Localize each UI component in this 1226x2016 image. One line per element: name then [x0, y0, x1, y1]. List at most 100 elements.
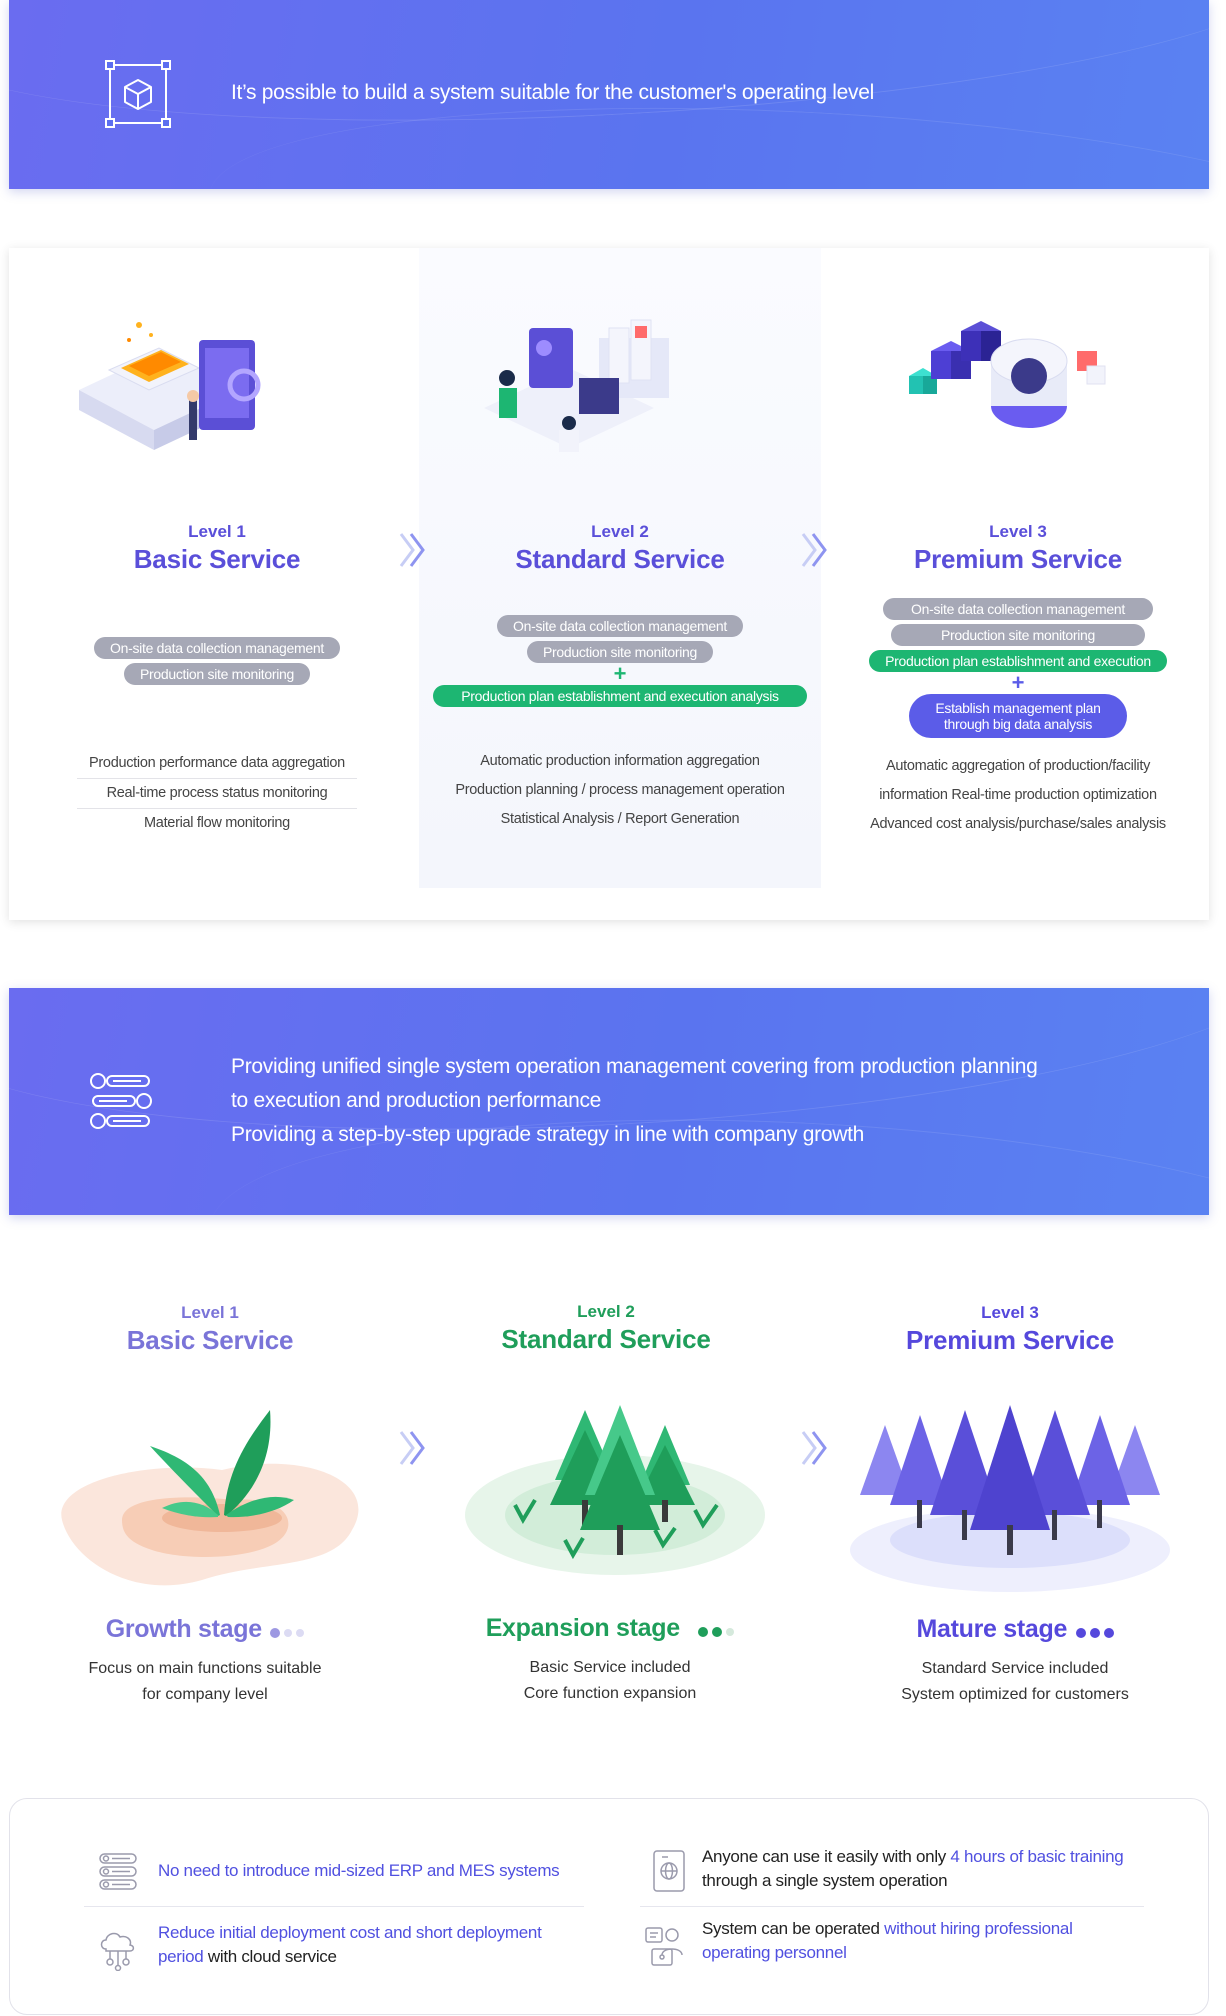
- stage-dot: [698, 1626, 709, 1637]
- chevron-right-icon: [801, 1431, 827, 1465]
- standard-service-illustration: [484, 319, 669, 452]
- feature-item: Automatic production information aggrega…: [480, 753, 760, 769]
- feature-pill: Production site monitoring: [890, 624, 1146, 646]
- operator-computer-icon: [645, 1927, 683, 1966]
- level3-column: Level 3 Premium Service On-site data col…: [845, 522, 1191, 839]
- stage-dot: [1075, 1627, 1086, 1638]
- growth-stage-block: Growth stage Focus on main functions sui…: [40, 1615, 370, 1708]
- stage-title: Mature stage: [916, 1615, 1068, 1643]
- service-title: Premium Service: [905, 1325, 1114, 1355]
- stage-dot: [270, 1627, 281, 1638]
- feature-item: Real-time process status monitoring: [77, 779, 357, 809]
- benefit-highlight: Reduce initial deployment cost and short…: [158, 1923, 542, 1942]
- benefits-box: No need to introduce mid-sized ERP and M…: [9, 1798, 1209, 2015]
- premium-service-illustration: [909, 321, 1106, 428]
- young-forest-illustration: [465, 1405, 765, 1575]
- level-label: Level 3: [989, 522, 1047, 541]
- stage2-column: Level 2 Standard Service: [436, 1302, 776, 1355]
- benefit-training: Anyone can use it easily with only 4 hou…: [702, 1845, 1124, 1893]
- benefit-highlight: operating personnel: [702, 1943, 847, 1962]
- banner-line: Providing unified single system operatio…: [231, 1055, 1038, 1078]
- feature-pill: On-site data collection management: [883, 598, 1153, 620]
- level-label: Level 3: [981, 1303, 1039, 1322]
- chevron-right-icon: [801, 533, 827, 567]
- stage-description: Standard Service included: [921, 1660, 1109, 1677]
- benefit-text: Anyone can use it easily with only: [702, 1847, 951, 1866]
- divider: [84, 1906, 584, 1907]
- strategy-banner-text: Providing unified single system operatio…: [231, 1050, 1038, 1152]
- stage-heading: Growth stage: [40, 1615, 370, 1644]
- banner-line: Providing a step-by-step upgrade strateg…: [231, 1123, 864, 1146]
- feature-pill: Production site monitoring: [526, 641, 714, 663]
- stage1-column: Level 1 Basic Service: [40, 1303, 380, 1356]
- feature-item: Production planning / process management…: [455, 782, 785, 798]
- service-title: Standard Service: [501, 1324, 711, 1354]
- feature-item: Advanced cost analysis/purchase/sales an…: [870, 816, 1166, 832]
- stage-dot: [1103, 1627, 1114, 1638]
- mature-forest-illustration: [850, 1405, 1170, 1592]
- service-title: Standard Service: [515, 544, 725, 574]
- stage-dot: [726, 1627, 735, 1636]
- level-label: Level 1: [181, 1303, 239, 1322]
- benefit-highlight: No need to introduce mid-sized ERP and M…: [158, 1861, 560, 1880]
- stage-dot: [712, 1626, 723, 1637]
- benefit-personnel: System can be operated without hiring pr…: [702, 1917, 1073, 1965]
- level1-column: Level 1 Basic Service On-site data colle…: [49, 522, 385, 838]
- divider: [640, 1906, 1144, 1907]
- chevron-right-icon: [399, 1431, 425, 1465]
- plus-sign: +: [1011, 670, 1025, 695]
- feature-pill-added: Production plan establishment and execut…: [869, 650, 1167, 672]
- benefit-highlight: 4 hours of basic training: [950, 1847, 1124, 1866]
- level2-column: Level 2 Standard Service On-site data co…: [419, 522, 821, 834]
- feature-item: Production performance data aggregation: [77, 749, 357, 779]
- strategy-banner: Providing unified single system operatio…: [9, 988, 1209, 1215]
- basic-service-illustration: [79, 322, 261, 450]
- expansion-stage-block: Expansion stage Basic Service included C…: [440, 1614, 780, 1707]
- benefit-text: through a single system operation: [702, 1871, 948, 1890]
- feature-pill-premium: Establish management plan through big da…: [909, 694, 1127, 738]
- benefit-text: System can be operated: [702, 1919, 885, 1938]
- stage-title: Expansion stage: [485, 1614, 680, 1642]
- stage-title: Growth stage: [105, 1615, 262, 1643]
- feature-item: Automatic aggregation of production/faci…: [885, 758, 1151, 774]
- plus-sign: +: [613, 661, 627, 686]
- banner-line: to execution and production performance: [231, 1089, 602, 1112]
- benefit-highlight: period: [158, 1947, 204, 1966]
- feature-pill: Production site monitoring: [123, 663, 311, 685]
- numbered-list-icon: [90, 1073, 152, 1129]
- stage-description: for company level: [142, 1686, 268, 1703]
- pill-line: through big data analysis: [943, 716, 1093, 732]
- service-title: Basic Service: [126, 1325, 294, 1355]
- service-title: Basic Service: [133, 544, 301, 574]
- service-title: Premium Service: [913, 544, 1122, 574]
- stage-dot: [296, 1628, 305, 1637]
- pill-line: Establish management plan: [935, 700, 1101, 716]
- benefit-highlight: without hiring professional: [884, 1919, 1073, 1938]
- intro-banner-text: It’s possible to build a system suitable…: [231, 81, 874, 104]
- stage-description: Core function expansion: [523, 1685, 697, 1702]
- stage-description: Focus on main functions suitable: [88, 1660, 322, 1677]
- stage-description: Basic Service included: [529, 1659, 691, 1676]
- service-level-card: Level 1 Basic Service On-site data colle…: [9, 248, 1209, 920]
- benefit-erp: No need to introduce mid-sized ERP and M…: [158, 1859, 560, 1883]
- stage-description: System optimized for customers: [901, 1686, 1129, 1703]
- feature-pill: On-site data collection management: [94, 637, 340, 659]
- list-icon: [99, 1853, 137, 1890]
- level-label: Level 2: [591, 522, 649, 541]
- level-label: Level 1: [188, 522, 246, 541]
- benefit-text: with cloud service: [203, 1947, 337, 1966]
- mature-stage-block: Mature stage Standard Service included S…: [850, 1615, 1180, 1708]
- sprout-illustration: [61, 1410, 359, 1586]
- chevron-right-icon: [399, 533, 425, 567]
- stage-heading: Expansion stage: [440, 1614, 780, 1643]
- stage-dot: [1089, 1627, 1100, 1638]
- cloud-network-icon: [100, 1932, 135, 1971]
- feature-pill: On-site data collection management: [497, 615, 743, 637]
- cube-frame-icon: [105, 60, 171, 128]
- intro-banner: It’s possible to build a system suitable…: [9, 0, 1209, 189]
- feature-item: Material flow monitoring: [144, 815, 290, 831]
- benefit-cloud: Reduce initial deployment cost and short…: [158, 1921, 542, 1969]
- level-label: Level 2: [577, 1302, 635, 1321]
- stage3-column: Level 3 Premium Service: [840, 1303, 1180, 1356]
- stage-heading: Mature stage: [850, 1615, 1180, 1644]
